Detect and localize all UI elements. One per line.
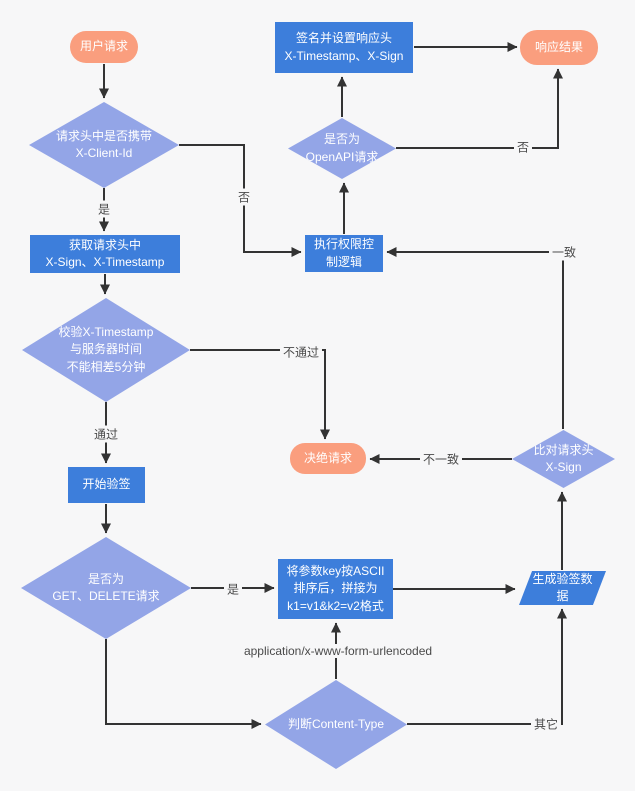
edge-label-content-type: application/x-www-form-urlencoded [240,644,436,658]
edge-label-fail: 不通过 [279,343,323,361]
node-generate-verify-data: 生成验签数 据 [519,571,606,605]
edge-timecheck-fail [190,349,330,440]
edge-label-other: 其它 [530,715,562,733]
edge-label-no-2: 否 [513,138,533,156]
edge-label-yes-2: 是 [223,580,243,598]
node-user-request: 用户请求 [70,31,138,63]
node-sign-response-header: 签名并设置响应头 X-Timestamp、X-Sign [275,22,413,73]
node-start-verify: 开始验签 [68,467,145,503]
edge-label-mismatch: 不一致 [419,450,463,468]
edge-getdel-to-ctype [105,639,262,729]
node-response-result: 响应结果 [520,30,598,65]
node-sort-params-ascii: 将参数key按ASCII 排序后，拼接为 k1=v1&k2=v2格式 [278,559,393,619]
node-exec-permission-logic: 执行权限控 制逻辑 [305,235,383,272]
edge-openapi-no [396,68,563,149]
edge-label-match: 一致 [548,243,580,261]
edge-ctype-other [407,608,567,725]
node-reject-request: 决绝请求 [290,443,366,474]
edge-label-pass: 通过 [90,425,122,443]
edge-label-yes: 是 [94,200,114,218]
edge-label-no: 否 [234,188,254,206]
edge-compare-match [386,247,564,429]
node-get-request-headers: 获取请求头中 X-Sign、X-Timestamp [30,235,180,273]
